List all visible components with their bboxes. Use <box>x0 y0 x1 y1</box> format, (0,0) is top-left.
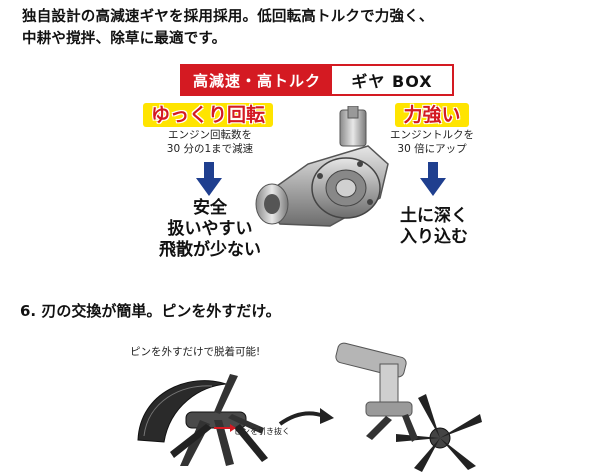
left-result-line-3: 飛散が少ない <box>159 240 261 260</box>
gearbox-image <box>255 106 389 227</box>
section-6-title: 6. 刃の交換が簡単。ピンを外すだけ。 <box>20 302 281 320</box>
intro-line-1: 独自設計の高減速ギヤを採用採用。低回転高トルクで力強く、 <box>22 9 434 25</box>
right-feature: 力強い <box>372 100 492 127</box>
left-feature-desc: エンジン回転数を 30 分の1まで減速 <box>148 128 272 156</box>
gearbox-banner: 高減速・高トルク ギヤ BOX <box>180 64 454 96</box>
left-result-line-2: 扱いやすい <box>167 219 253 239</box>
left-down-arrow-icon <box>196 162 222 196</box>
left-feature-result: 安全 扱いやすい 飛散が少ない <box>132 198 288 261</box>
blade-caption: ピンを外すだけで脱着可能! <box>130 346 261 358</box>
left-feature: ゆっくり回転 <box>128 100 288 127</box>
right-feature-desc: エンジントルクを 30 倍にアップ <box>378 128 486 156</box>
right-desc-line-2: 30 倍にアップ <box>397 143 467 155</box>
right-feature-result: 土に深く 入り込む <box>380 206 488 248</box>
left-desc-line-2: 30 分の1まで減速 <box>166 143 254 155</box>
right-result-line-2: 入り込む <box>400 227 468 247</box>
left-feature-title: ゆっくり回転 <box>142 103 273 127</box>
tiller-blade-image <box>137 374 268 466</box>
curved-arrow-icon <box>278 408 334 426</box>
assembled-blade-image <box>335 342 482 472</box>
banner-white-label: ギヤ BOX <box>351 72 433 91</box>
right-desc-line-1: エンジントルクを <box>390 129 474 141</box>
banner-red-label: 高減速・高トルク <box>182 66 332 94</box>
right-feature-title: 力強い <box>395 103 469 127</box>
left-result-line-1: 安全 <box>193 198 227 218</box>
intro-line-2: 中耕や撹拌、除草に最適です。 <box>22 31 227 47</box>
right-result-line-1: 土に深く <box>400 206 468 226</box>
left-desc-line-1: エンジン回転数を <box>168 129 252 141</box>
pin-caption: ピンを引き抜く <box>234 427 290 436</box>
right-down-arrow-icon <box>420 162 446 196</box>
intro-text: 独自設計の高減速ギヤを採用採用。低回転高トルクで力強く、 中耕や撹拌、除草に最適… <box>22 6 434 50</box>
